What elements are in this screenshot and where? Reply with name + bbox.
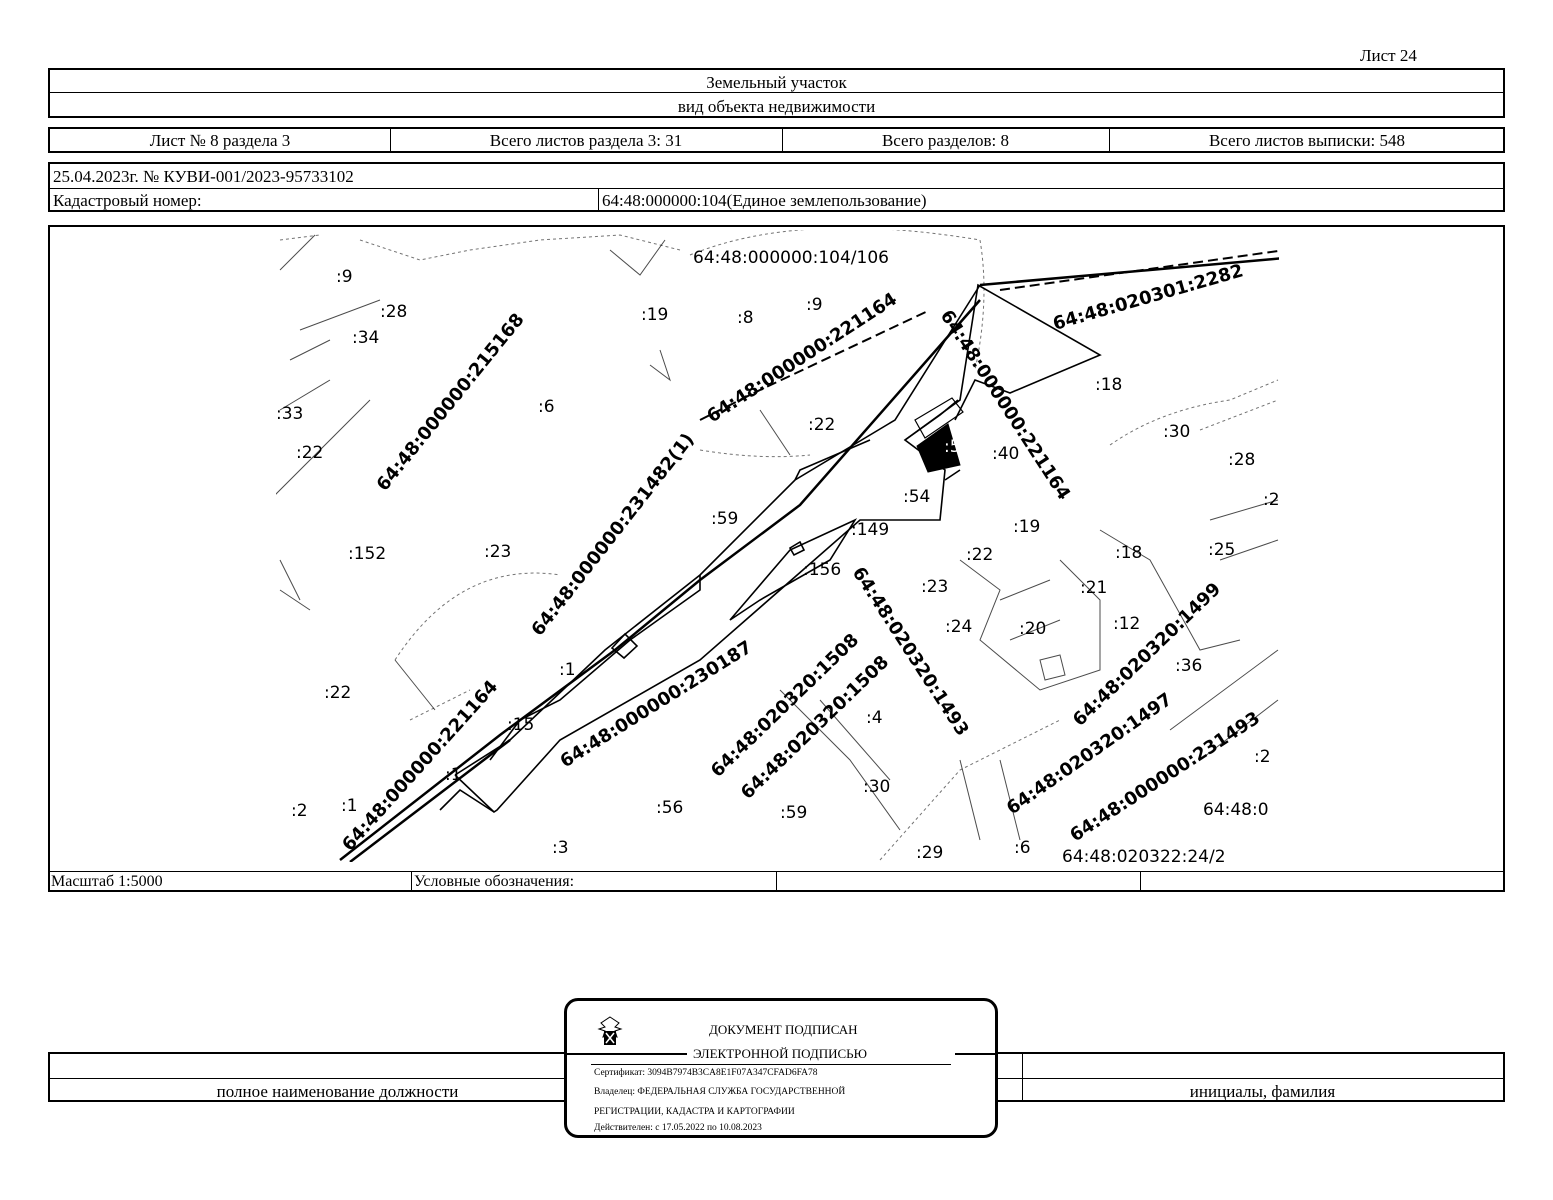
header-subtitle: вид объекта недвижимости	[677, 97, 876, 116]
record-table: 25.04.2023г. № КУВИ-001/2023-95733102 Ка…	[48, 162, 1505, 212]
map-label: :54	[903, 487, 930, 507]
cadastral-label: Кадастровый номер:	[53, 191, 202, 210]
map-label: :56	[944, 437, 971, 457]
map-label: :15	[507, 715, 534, 735]
cadastral-value: 64:48:000000:104(Единое землепользование…	[602, 191, 927, 210]
map-label: :30	[1163, 422, 1190, 442]
map-label: :28	[380, 302, 407, 322]
sheet-info-table: Лист № 8 раздела 3 Всего листов раздела …	[48, 127, 1505, 153]
map-label: :9	[336, 267, 353, 287]
map-label: :2	[1263, 490, 1280, 510]
stamp-line-1: ДОКУМЕНТ ПОДПИСАН	[709, 1022, 858, 1037]
map-label: :30	[863, 777, 890, 797]
header-title: Земельный участок	[706, 73, 847, 92]
sheet-of-section: Лист № 8 раздела 3	[149, 131, 291, 150]
map-rotated-label: 64:48:000000:221164	[936, 306, 1075, 504]
map-label: :6	[1014, 838, 1031, 858]
stamp-validity: Действителен: с 17.05.2022 по 10.08.2023	[594, 1123, 762, 1133]
map-label: :1	[559, 660, 576, 680]
map-label: :22	[966, 545, 993, 565]
stamp-owner-2: РЕГИСТРАЦИИ, КАДАСТРА И КАРТОГРАФИИ	[594, 1107, 795, 1117]
map-label: :56	[656, 798, 683, 818]
map-rotated-label: 64:48:020301:2282	[1051, 260, 1246, 334]
total-sheets-section: Всего листов раздела 3: 31	[489, 131, 683, 150]
map-label: :3	[552, 838, 569, 858]
map-label: :22	[324, 683, 351, 703]
total-sections: Всего разделов: 8	[881, 131, 1010, 150]
map-label: :152	[348, 544, 386, 564]
map-label: :22	[808, 415, 835, 435]
map-rotated-label: 64:48:000000:215168	[373, 309, 529, 495]
map-label: :23	[921, 577, 948, 597]
total-sheets-extract: Всего листов выписки: 548	[1208, 131, 1406, 150]
stamp-owner: Владелец: ФЕДЕРАЛЬНАЯ СЛУЖБА ГОСУДАРСТВЕ…	[594, 1087, 846, 1097]
map-label: :19	[641, 305, 668, 325]
position-caption: полное наименование должности	[216, 1082, 459, 1101]
map-label: :18	[1095, 375, 1122, 395]
map-label: :33	[276, 404, 303, 424]
map-label: :1	[341, 796, 358, 816]
map-label: :149	[851, 520, 889, 540]
stamp-line-2: ЭЛЕКТРОННОЙ ПОДПИСЬЮ	[693, 1046, 867, 1061]
signature-stamp: ДОКУМЕНТ ПОДПИСАН ЭЛЕКТРОННОЙ ПОДПИСЬЮ С…	[564, 998, 998, 1138]
map-label: :156	[803, 560, 841, 580]
date-number: 25.04.2023г. № КУВИ-001/2023-95733102	[53, 167, 354, 186]
map-label: :21	[1080, 578, 1107, 598]
map-label: :25	[1208, 540, 1235, 560]
map-label: :19	[1013, 517, 1040, 537]
map-label: :24	[945, 617, 972, 637]
map-label: :28	[1228, 450, 1255, 470]
map-label: :34	[352, 328, 379, 348]
map-label: 64:48:000000:104/106	[693, 248, 889, 268]
map-label: :36	[1175, 656, 1202, 676]
map-label: :8	[737, 308, 754, 328]
name-caption: инициалы, фамилия	[1189, 1082, 1336, 1101]
header-table: Земельный участок вид объекта недвижимос…	[48, 68, 1505, 118]
map-label: :40	[992, 444, 1019, 464]
map-label: 64:48:0	[1203, 800, 1269, 820]
map-label: :20	[1019, 619, 1046, 639]
map-rotated-label: 64:48:000000:221164	[703, 289, 901, 428]
map-label: :18	[1115, 543, 1142, 563]
map-label: :2	[291, 801, 308, 821]
stamp-certificate: Сертификат: 3094B7974B3CA8E1F07A347CFAD6…	[594, 1068, 818, 1078]
map-label: 64:48:020322:24/2	[1062, 847, 1226, 867]
map-label: :6	[538, 397, 555, 417]
legend-label: Условные обозначения:	[414, 873, 575, 890]
map-label: :2	[1254, 747, 1271, 767]
scale-label: Масштаб 1:5000	[51, 873, 163, 890]
emblem-icon	[597, 1016, 623, 1045]
map-label: :4	[866, 708, 883, 728]
map-label: :9	[806, 295, 823, 315]
map-label: :1	[445, 765, 462, 785]
map-label: :12	[1113, 614, 1140, 634]
map-label: :29	[916, 843, 943, 863]
map-rotated-label: 64:48:000000:231493	[1066, 708, 1264, 847]
map-label: :22	[296, 443, 323, 463]
map-label: :23	[484, 542, 511, 562]
map-label: :59	[780, 803, 807, 823]
map-label: :59	[711, 509, 738, 529]
map-frame: Масштаб 1:5000 Условные обозначения:	[48, 225, 1505, 892]
sheet-number: Лист 24	[1360, 46, 1417, 65]
